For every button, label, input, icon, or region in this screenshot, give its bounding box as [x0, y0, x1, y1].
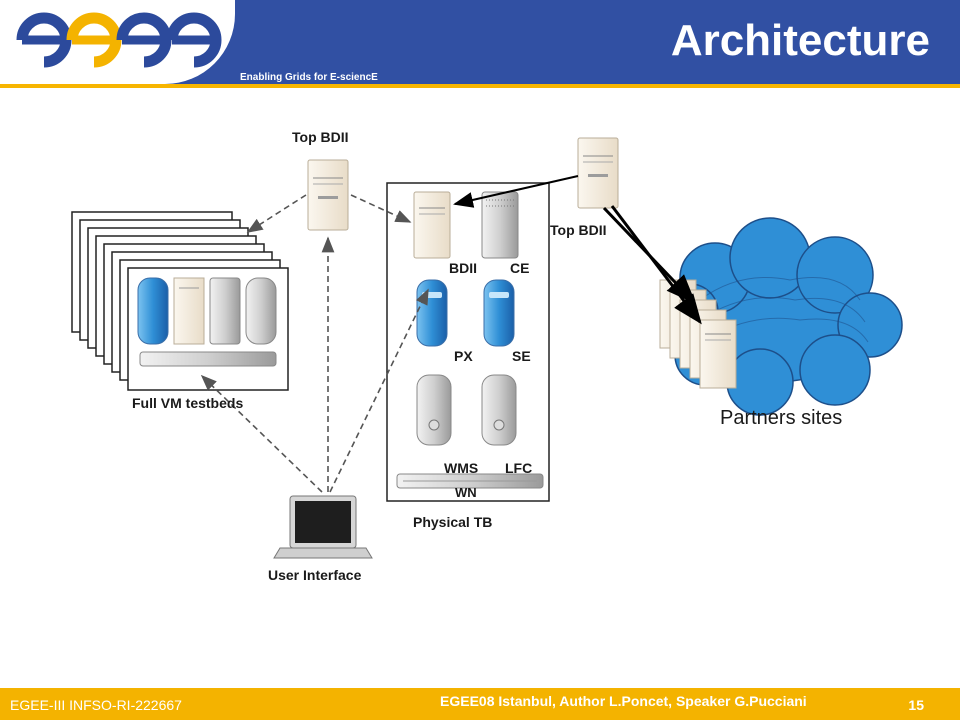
bdii-label: BDII: [449, 260, 477, 276]
lfc-machine: [481, 374, 517, 446]
top-bdii-left-label: Top BDII: [292, 129, 349, 145]
top-bdii-left-server: [307, 159, 349, 231]
egee-logo: [16, 12, 222, 68]
dashed-connectors: [200, 194, 429, 493]
bdii-server: [413, 191, 451, 259]
px-machine: [416, 279, 448, 347]
wms-machine: [416, 374, 452, 446]
se-label: SE: [512, 348, 531, 364]
user-interface-label: User Interface: [268, 567, 362, 583]
event-credit: EGEE08 Istanbul, Author L.Poncet, Speake…: [440, 693, 807, 709]
page-number: 15: [908, 697, 924, 713]
tagline: Enabling Grids for E-sciencE: [240, 72, 378, 83]
wms-label: WMS: [444, 460, 479, 476]
project-id: EGEE-III INFSO-RI-222667: [10, 697, 182, 713]
footer-bar: EGEE-III INFSO-RI-222667 EGEE08 Istanbul…: [0, 688, 960, 720]
top-bdii-right-label: Top BDII: [550, 222, 607, 238]
se-machine: [483, 279, 515, 347]
ce-server: [481, 191, 519, 259]
diagram-canvas: [71, 137, 903, 559]
wn-rack: [396, 473, 544, 489]
header-bar: Enabling Grids for E-sciencE Architectur…: [0, 0, 960, 88]
page-title: Architecture: [670, 16, 930, 65]
ce-label: CE: [510, 260, 530, 276]
physical-tb-box: [386, 182, 550, 502]
architecture-diagram: Top BDII Top BDII Full VM testbeds Physi…: [0, 88, 960, 688]
user-interface-laptop: [273, 495, 373, 559]
lfc-label: LFC: [505, 460, 533, 476]
logo-panel: [0, 0, 235, 84]
solid-connectors: [453, 175, 702, 325]
full-vm-testbeds-stack: [71, 211, 289, 391]
full-vm-testbeds-label: Full VM testbeds: [132, 395, 244, 411]
header-stripe: [0, 84, 960, 88]
top-bdii-right-server: [577, 137, 619, 209]
px-label: PX: [454, 348, 473, 364]
wn-label: WN: [455, 485, 477, 500]
partners-sites-label: Partners sites: [720, 407, 843, 429]
physical-tb-label: Physical TB: [413, 514, 493, 530]
